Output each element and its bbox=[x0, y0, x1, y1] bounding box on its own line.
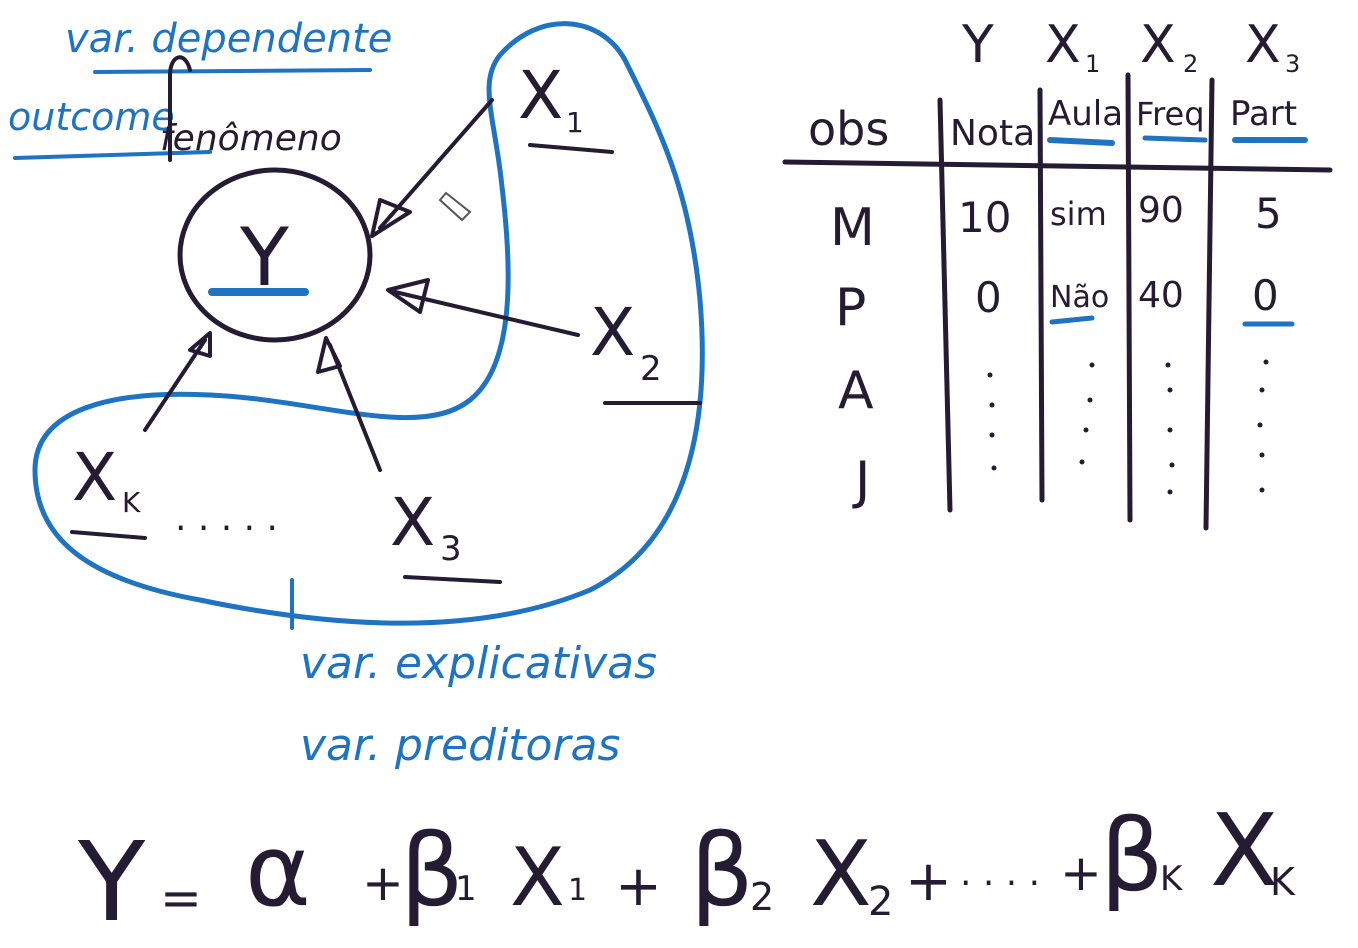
table-col-rule-3 bbox=[1125, 72, 1133, 523]
outcome-node bbox=[177, 167, 373, 343]
eq-plus-3: + bbox=[905, 849, 952, 914]
table-cell-part-p: 0 bbox=[1252, 271, 1279, 320]
table-cell-nota-p: 0 bbox=[975, 273, 1002, 322]
table-top-x3-sub: 3 bbox=[1285, 50, 1300, 78]
table-cell-nota-m: 10 bbox=[958, 193, 1011, 242]
predictor-x1-sub: 1 bbox=[566, 106, 584, 139]
table-header-obs: obs bbox=[808, 102, 889, 156]
eq-plus-1: + bbox=[362, 854, 404, 912]
eq-beta-2: β bbox=[690, 812, 754, 929]
regression-equation: Y = α + β 1 X 1 + β 2 X 2 + . . . . + β … bbox=[77, 792, 1296, 946]
table-top-y: Y bbox=[961, 15, 994, 75]
predictor-xk-sub: K bbox=[122, 486, 141, 519]
table-header-aula: Aula bbox=[1048, 94, 1123, 134]
eq-x-k: X bbox=[1210, 792, 1279, 909]
eq-plus-4: + bbox=[1060, 844, 1102, 902]
table-top-x2-sub: 2 bbox=[1183, 50, 1198, 78]
arrow-xk-to-y bbox=[143, 331, 212, 432]
table-cell-aula-m: sim bbox=[1050, 195, 1107, 233]
table-cell-freq-p: 40 bbox=[1138, 275, 1184, 316]
dependent-var-underline bbox=[93, 68, 372, 74]
predictor-x1-base: X bbox=[518, 57, 563, 134]
table-top-x1-sub: 1 bbox=[1085, 50, 1100, 78]
predictor-x3-sub: 3 bbox=[440, 529, 462, 569]
eq-beta-1-sub: 1 bbox=[455, 869, 477, 909]
predictor-x2: X 2 bbox=[590, 294, 702, 405]
eq-dots: . . . . bbox=[960, 853, 1040, 894]
eq-x-k-sub: K bbox=[1270, 860, 1296, 904]
predictor-x3-base: X bbox=[390, 484, 435, 561]
predictors-ellipsis: . . . . . bbox=[175, 498, 278, 539]
table-cell-obs-m: M bbox=[830, 198, 875, 258]
dependent-var-label: var. dependente bbox=[65, 16, 392, 62]
predictor-label: var. preditoras bbox=[300, 720, 620, 771]
predictor-xk-underline bbox=[70, 530, 147, 540]
table-cell-obs-p: P bbox=[835, 278, 866, 338]
eq-beta-k: β bbox=[1100, 797, 1164, 914]
table-header-freq: Freq bbox=[1136, 95, 1205, 133]
arrow-x2-to-y bbox=[386, 278, 580, 337]
eq-x-2: X bbox=[810, 822, 872, 927]
eq-beta-1: β bbox=[400, 812, 464, 929]
table-col-rule-2 bbox=[1037, 87, 1045, 503]
predictor-x3: X 3 bbox=[390, 484, 502, 584]
explanatory-label: var. explicativas bbox=[300, 638, 657, 689]
arrow-x1-to-y bbox=[370, 98, 494, 238]
table-top-x2: X bbox=[1140, 15, 1176, 75]
predictor-x2-sub: 2 bbox=[640, 349, 662, 389]
eq-beta-k-sub: K bbox=[1160, 859, 1184, 899]
table-continuation-dots bbox=[987, 359, 1269, 495]
arrow-x3-to-y bbox=[316, 336, 382, 472]
eq-x-1-sub: 1 bbox=[568, 873, 587, 908]
data-table: Y X 1 X 2 X 3 obs Nota Aula Freq Part M … bbox=[782, 15, 1333, 531]
predictor-x1: X 1 bbox=[518, 57, 614, 154]
table-col-rule-1 bbox=[937, 97, 953, 513]
predictor-xk: X K bbox=[70, 439, 147, 540]
outcome-underline bbox=[13, 150, 212, 160]
cell-aula-p-underline bbox=[1049, 315, 1095, 325]
predictor-x1-underline bbox=[528, 143, 614, 154]
table-cell-part-m: 5 bbox=[1255, 189, 1282, 238]
table-top-x1: X bbox=[1045, 15, 1081, 75]
predictor-x3-underline bbox=[403, 575, 502, 584]
eq-alpha: α bbox=[245, 812, 311, 929]
phenomenon-label: fenômeno bbox=[160, 118, 342, 159]
eq-plus-2: + bbox=[615, 854, 662, 919]
eq-x-2-sub: 2 bbox=[868, 879, 893, 925]
predictors-boundary bbox=[32, 21, 705, 626]
table-header-part: Part bbox=[1230, 94, 1297, 134]
table-cell-aula-p: Não bbox=[1050, 280, 1109, 315]
table-cell-obs-j: J bbox=[852, 451, 870, 511]
eq-x-1: X bbox=[510, 831, 565, 924]
eq-beta-2-sub: 2 bbox=[750, 875, 774, 919]
eq-equals: = bbox=[160, 869, 202, 927]
outcome-label: outcome bbox=[8, 95, 175, 139]
table-cell-obs-a: A bbox=[838, 361, 874, 421]
table-header-nota: Nota bbox=[950, 113, 1035, 154]
header-freq-underline bbox=[1142, 135, 1208, 143]
table-top-x3: X bbox=[1245, 15, 1281, 75]
table-cell-freq-m: 90 bbox=[1138, 190, 1184, 231]
table-col-rule-4 bbox=[1203, 77, 1215, 531]
header-aula-underline bbox=[1047, 137, 1115, 146]
label-connector bbox=[168, 55, 192, 162]
predictor-xk-base: X bbox=[72, 439, 117, 516]
pen-cursor-icon bbox=[438, 191, 472, 222]
predictor-x2-base: X bbox=[590, 294, 635, 371]
eq-y: Y bbox=[77, 818, 146, 946]
table-header-rule bbox=[782, 159, 1333, 173]
